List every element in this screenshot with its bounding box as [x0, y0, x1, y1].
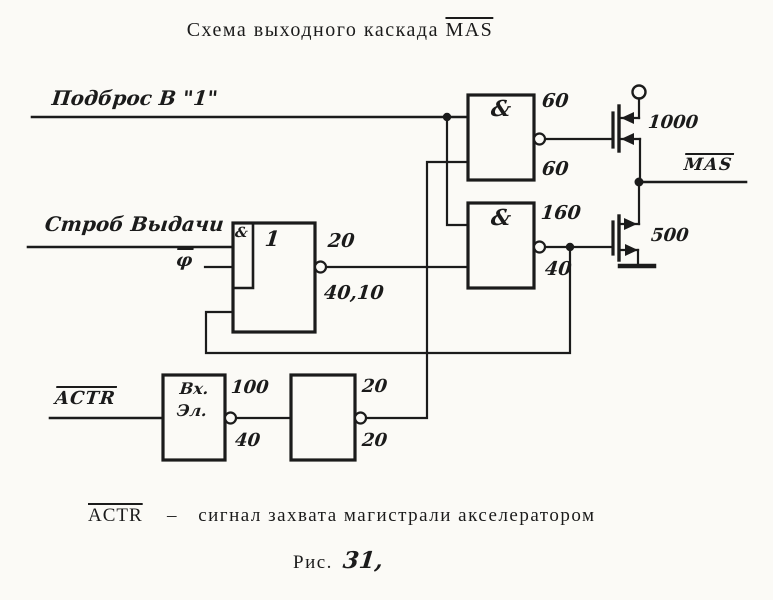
- pin-one-upper: 20: [326, 230, 356, 252]
- figure-number: 31,: [341, 547, 385, 574]
- caption: ACTR – сигнал захвата магистрали акселер…: [88, 506, 596, 525]
- label-mas-output: MAS: [683, 155, 734, 175]
- wire-feedback: [204, 250, 572, 355]
- gate-one-mark: 1: [263, 226, 281, 251]
- gate-and-bottom-mark: &: [489, 205, 513, 231]
- lower-mosfet: [611, 214, 657, 269]
- value-upper-mosfet: 1000: [646, 112, 700, 133]
- label-strobe: Строб Выдачи: [43, 212, 226, 236]
- caption-dash: –: [166, 505, 178, 526]
- pin-inputel-upper: 100: [229, 377, 270, 398]
- pin-one-lower: 40,10: [322, 282, 385, 304]
- figure-prefix: Рис.: [293, 552, 333, 573]
- gate-one-box: [231, 221, 328, 334]
- wire-chain-to-top-and: [364, 160, 470, 420]
- pin-buffer-lower: 20: [360, 430, 389, 451]
- upper-mosfet: [611, 84, 647, 184]
- junction-dots: [442, 112, 644, 252]
- input-element-label: Вх. Эл.: [162, 379, 224, 420]
- input-element-line1: Вх.: [178, 379, 210, 398]
- pin-and-top-lower: 60: [540, 158, 570, 180]
- input-element-line2: Эл.: [175, 401, 208, 420]
- input-element-box: [161, 373, 238, 462]
- gate-and-top-mark: &: [489, 96, 513, 122]
- label-podbros: Подброс В "1": [50, 86, 219, 110]
- wire-podbros-rail: [30, 115, 470, 227]
- caption-signal: ACTR: [88, 505, 143, 526]
- wire-strobe-rail: [26, 245, 235, 269]
- gate-one-and-mark: &: [234, 225, 249, 241]
- pin-inputel-lower: 40: [233, 430, 262, 451]
- pin-and-top-upper: 60: [540, 90, 570, 112]
- figure-label: Рис. 31,: [293, 547, 385, 574]
- pin-and-bottom-upper: 160: [539, 202, 582, 224]
- value-lower-mosfet: 500: [649, 225, 690, 246]
- pin-and-bottom-lower: 40: [543, 258, 573, 280]
- page-title-text: Схема выходного каскада: [186, 19, 439, 41]
- label-phi: φ: [174, 250, 194, 271]
- label-actr: ACTR: [53, 388, 117, 409]
- pin-buffer-upper: 20: [360, 376, 389, 397]
- caption-text: сигнал захвата магистрали акселератором: [198, 505, 596, 526]
- page-title: Схема выходного каскада MAS: [140, 20, 540, 40]
- gate-and-bottom-box: [466, 201, 547, 290]
- buffer-element-box: [289, 373, 368, 462]
- page-title-signal: MAS: [445, 19, 494, 41]
- gate-and-top-box: [466, 93, 547, 182]
